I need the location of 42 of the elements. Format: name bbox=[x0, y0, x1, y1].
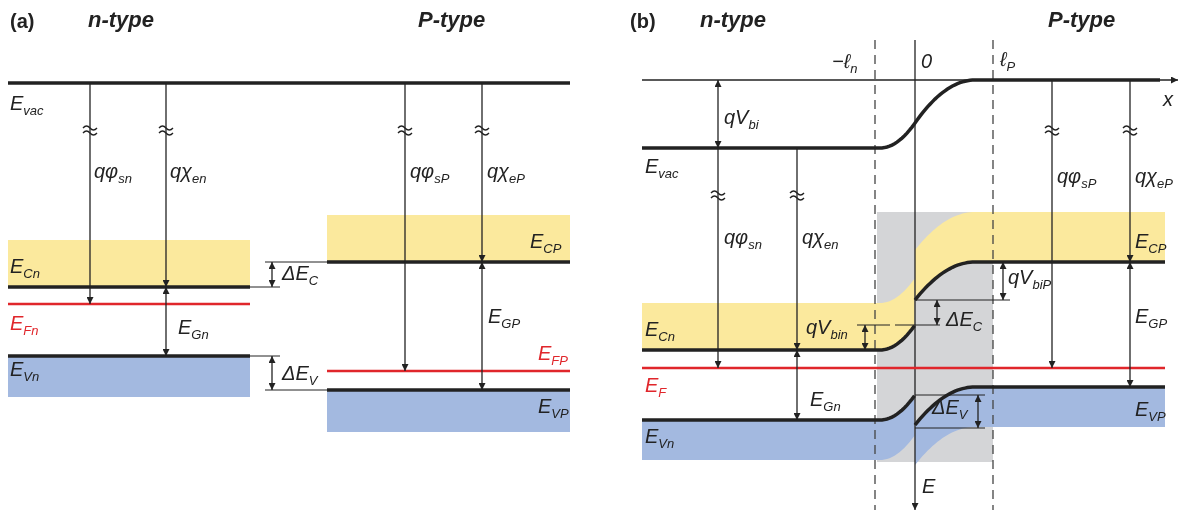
energy-label: E$_{Vn}$ bbox=[645, 425, 675, 452]
axis-label: 0 bbox=[921, 50, 933, 72]
energy-label: E$_{CP}$ bbox=[1135, 230, 1167, 257]
energy-label: qχ$_{en}$ bbox=[170, 160, 207, 187]
energy-label: qφ$_{sn}$ bbox=[724, 226, 762, 253]
energy-label: E$_{GP}$ bbox=[488, 305, 521, 332]
energy-label: qχ$_{eP}$ bbox=[1135, 165, 1173, 192]
energy-label: E$_{Vn}$ bbox=[10, 358, 40, 385]
energy-label: E$_{vac}$ bbox=[10, 92, 44, 119]
panel-heading: n-type bbox=[88, 8, 154, 33]
energy-label: E$_{F}$ bbox=[645, 374, 667, 401]
energy-label: E$_{Cn}$ bbox=[10, 255, 40, 282]
energy-label: qV$_{bin}$ bbox=[806, 316, 848, 343]
energy-label: qχ$_{en}$ bbox=[802, 226, 839, 253]
energy-label: qφ$_{sP}$ bbox=[410, 160, 450, 187]
panel-label: (b) bbox=[630, 10, 656, 32]
energy-label: qχ$_{eP}$ bbox=[487, 160, 525, 187]
energy-label: E$_{Gn}$ bbox=[810, 388, 841, 415]
axis-label: ℓ$_{P}$ bbox=[1000, 48, 1016, 75]
energy-label: E$_{vac}$ bbox=[645, 155, 679, 182]
energy-label: E$_{GP}$ bbox=[1135, 305, 1168, 332]
panel-heading: P-type bbox=[418, 8, 486, 33]
energy-label: qV$_{bi}$ bbox=[724, 106, 759, 133]
energy-label: qφ$_{sP}$ bbox=[1057, 165, 1097, 192]
axis-label: −ℓ$_{n}$ bbox=[832, 50, 858, 77]
axis-label: E bbox=[922, 475, 936, 497]
panel-heading: P-type bbox=[1048, 8, 1116, 33]
energy-label: ΔE$_{V}$ bbox=[282, 362, 318, 389]
axis-label: x bbox=[1163, 88, 1173, 110]
energy-label: E$_{Gn}$ bbox=[178, 316, 209, 343]
energy-label: E$_{Fn}$ bbox=[10, 312, 39, 339]
panel-label: (a) bbox=[10, 10, 35, 32]
energy-label: E$_{CP}$ bbox=[530, 230, 562, 257]
panel-heading: n-type bbox=[700, 8, 766, 33]
energy-label: qφ$_{sn}$ bbox=[94, 160, 132, 187]
energy-label: E$_{VP}$ bbox=[1135, 398, 1166, 425]
energy-label: ΔE$_{C}$ bbox=[282, 262, 319, 289]
energy-label: ΔE$_{V}$ bbox=[932, 396, 968, 423]
energy-label: E$_{VP}$ bbox=[538, 395, 569, 422]
energy-label: ΔE$_{C}$ bbox=[946, 308, 983, 335]
energy-label: E$_{FP}$ bbox=[538, 342, 568, 369]
energy-label: E$_{Cn}$ bbox=[645, 318, 675, 345]
